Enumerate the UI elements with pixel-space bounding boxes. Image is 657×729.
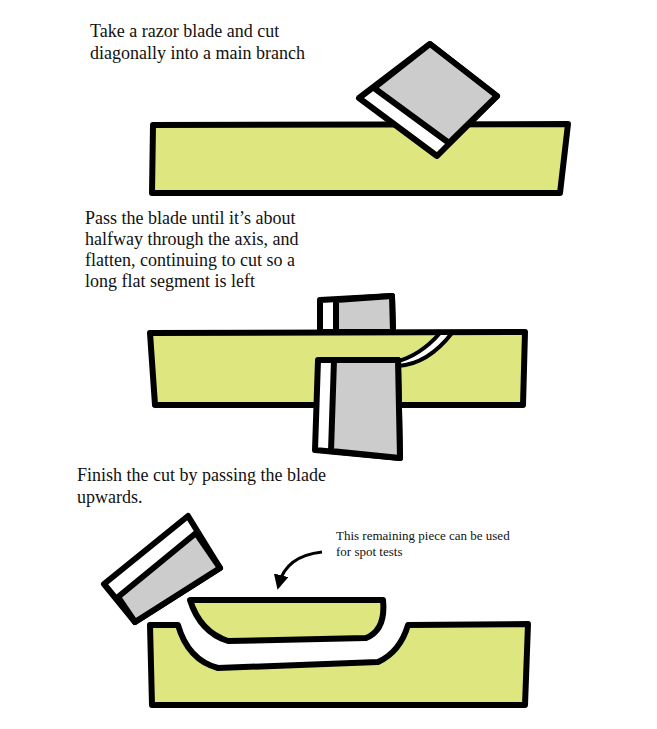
razor-blade: [104, 516, 220, 622]
razor-blade: [320, 296, 393, 332]
step-text: Pass the blade until it’s about halfway …: [85, 208, 330, 292]
blade-body: [336, 296, 393, 332]
blade-body: [374, 44, 497, 143]
remaining-piece: [190, 600, 383, 641]
callout-arrow: [279, 552, 322, 584]
callout-note: This remaining piece can be used for spo…: [336, 528, 526, 560]
razor-blade: [359, 44, 497, 156]
step-text: Finish the cut by passing the blade upwa…: [77, 464, 332, 508]
blade-body: [118, 533, 220, 622]
razor-blade: [315, 360, 400, 458]
branch: [152, 124, 568, 193]
step-text: Take a razor blade and cut diagonally in…: [90, 20, 322, 64]
blade-body: [331, 360, 400, 458]
cut-slit: [395, 333, 452, 366]
